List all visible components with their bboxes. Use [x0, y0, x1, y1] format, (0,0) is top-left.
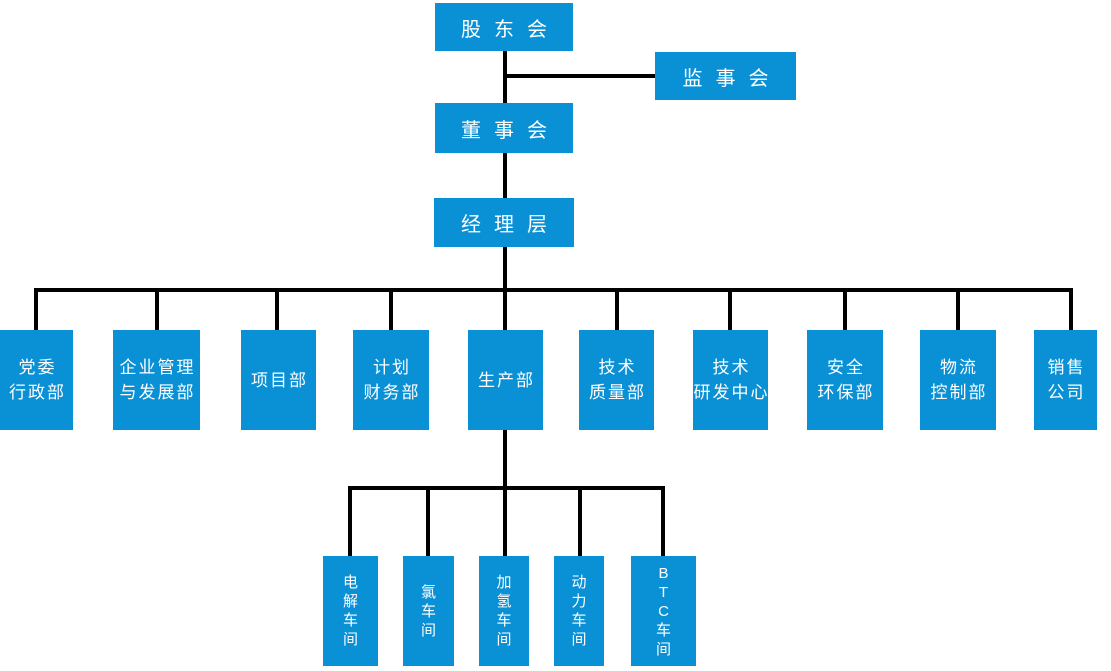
node-dept-safety-environment: 安全 环保部 [807, 330, 883, 430]
node-dept-tech-quality-label: 技术 质量部 [589, 358, 646, 402]
connector-management-to-bar [503, 247, 507, 290]
node-management-level-label: 经理层 [461, 214, 560, 236]
node-workshop-power-label: 动 力 车 间 [571, 574, 587, 648]
node-dept-production: 生产部 [468, 330, 543, 430]
node-board-of-directors: 董事会 [435, 103, 573, 153]
node-dept-safety-environment-label: 安全 环保部 [817, 358, 875, 402]
node-workshop-btc-label: B T C 车 间 [655, 564, 671, 658]
node-workshop-power: 动 力 车 间 [554, 556, 604, 666]
node-supervisory-board: 监事会 [655, 52, 796, 100]
node-dept-enterprise-mgmt-development: 企业管理 与发展部 [113, 330, 200, 430]
connector-drop-dept-7 [728, 288, 732, 332]
node-dept-logistics-control: 物流 控制部 [920, 330, 996, 430]
node-dept-sales-company: 销售 公司 [1034, 330, 1097, 430]
node-workshop-hydrogenation: 加 氢 车 间 [479, 556, 529, 666]
connector-drop-dept-9 [956, 288, 960, 332]
connector-board-to-management [503, 153, 507, 198]
node-dept-party-committee-admin-label: 党委 行政部 [9, 358, 66, 402]
node-dept-production-label: 生产部 [478, 370, 535, 390]
connector-drop-workshop-4 [578, 486, 582, 558]
connector-drop-dept-2 [155, 288, 159, 332]
node-workshop-btc: B T C 车 间 [631, 556, 696, 666]
node-dept-planning-finance-label: 计划 财务部 [363, 358, 421, 402]
connector-drop-dept-10 [1069, 288, 1073, 332]
node-dept-tech-quality: 技术 质量部 [579, 330, 654, 430]
node-board-of-directors-label: 董事会 [461, 119, 560, 142]
connector-drop-dept-1 [34, 288, 38, 332]
node-dept-sales-company-label: 销售 公司 [1047, 358, 1086, 402]
connector-production-to-workshop-bar [503, 430, 507, 488]
connector-drop-dept-6 [615, 288, 619, 332]
node-workshop-chlorine-label: 氯 车 间 [420, 583, 436, 639]
connector-department-bar [34, 288, 1073, 292]
connector-drop-workshop-5 [661, 486, 665, 558]
connector-drop-dept-3 [275, 288, 279, 332]
connector-drop-dept-5 [503, 288, 507, 332]
node-workshop-electrolysis-label: 电 解 车 间 [342, 574, 358, 648]
node-workshop-electrolysis: 电 解 车 间 [323, 556, 378, 666]
node-workshop-hydrogenation-label: 加 氢 车 间 [496, 574, 512, 648]
node-workshop-chlorine: 氯 车 间 [403, 556, 454, 666]
node-dept-enterprise-mgmt-development-label: 企业管理 与发展部 [119, 358, 196, 402]
node-dept-planning-finance: 计划 财务部 [353, 330, 429, 430]
node-dept-project-label: 项目部 [251, 370, 308, 390]
node-dept-tech-rd-center: 技术 研发中心 [693, 330, 768, 430]
node-dept-logistics-control-label: 物流 控制部 [930, 358, 988, 402]
connector-drop-workshop-3 [503, 486, 507, 558]
node-dept-tech-rd-center-label: 技术 研发中心 [693, 358, 770, 402]
node-shareholders-meeting-label: 股东会 [461, 18, 560, 41]
connector-drop-dept-8 [843, 288, 847, 332]
node-management-level: 经理层 [434, 198, 574, 247]
connector-drop-workshop-1 [348, 486, 352, 558]
node-supervisory-board-label: 监事会 [682, 67, 782, 90]
connector-drop-workshop-2 [426, 486, 430, 558]
connector-drop-dept-4 [389, 288, 393, 332]
connector-branch-to-supervisory [503, 74, 657, 78]
node-dept-project: 项目部 [241, 330, 316, 430]
node-dept-party-committee-admin: 党委 行政部 [0, 330, 73, 430]
node-shareholders-meeting: 股东会 [435, 3, 573, 51]
